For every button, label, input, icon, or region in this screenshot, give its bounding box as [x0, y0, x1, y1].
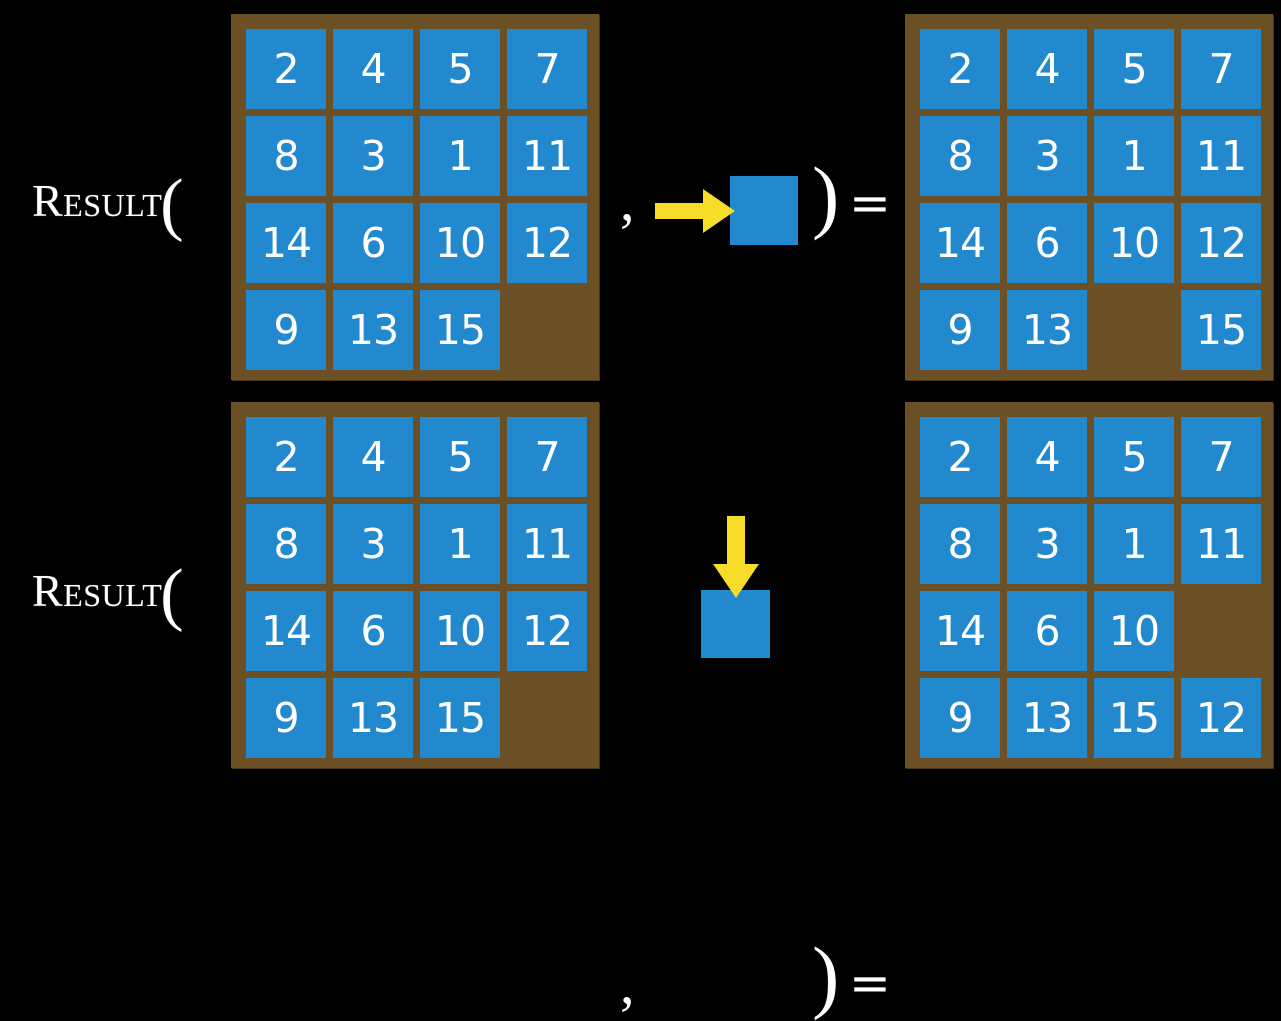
tile[interactable]: 15 — [420, 678, 500, 758]
tile[interactable]: 3 — [1007, 116, 1087, 196]
tile[interactable]: 13 — [1007, 678, 1087, 758]
tile[interactable]: 8 — [920, 116, 1000, 196]
result-word-top: Result — [32, 175, 163, 226]
tile[interactable]: 14 — [920, 203, 1000, 283]
tile[interactable]: 15 — [420, 290, 500, 370]
tile[interactable]: 10 — [1094, 591, 1174, 671]
tile[interactable]: 11 — [507, 504, 587, 584]
comma-separator-top: , — [620, 168, 635, 233]
tile[interactable]: 8 — [246, 504, 326, 584]
tile[interactable]: 1 — [420, 116, 500, 196]
tile[interactable]: 2 — [246, 417, 326, 497]
comma-separator-bottom: , — [620, 951, 635, 1016]
tile[interactable]: 13 — [333, 678, 413, 758]
tile[interactable]: 11 — [1181, 504, 1261, 584]
tile[interactable]: 4 — [1007, 417, 1087, 497]
result-function-label-top: Result( — [32, 170, 184, 240]
tile[interactable]: 10 — [1094, 203, 1174, 283]
tile[interactable]: 14 — [920, 591, 1000, 671]
tile[interactable]: 7 — [1181, 29, 1261, 109]
tile[interactable]: 2 — [920, 417, 1000, 497]
tile[interactable]: 3 — [1007, 504, 1087, 584]
output-board-bottom-grid: 2 4 5 7 8 3 1 11 14 6 10 9 13 15 12 — [905, 402, 1273, 768]
equation-slide-down: Result( 2 4 5 7 8 3 1 11 14 6 10 12 9 — [0, 390, 1281, 1017]
tile[interactable]: 14 — [246, 591, 326, 671]
tile[interactable]: 15 — [1094, 678, 1174, 758]
equation-slide-right: Result( 2 4 5 7 8 3 1 11 14 6 10 12 9 — [0, 0, 1281, 392]
tile[interactable]: 9 — [246, 290, 326, 370]
arrow-down-icon — [713, 516, 759, 598]
tile[interactable]: 7 — [507, 417, 587, 497]
tile-empty — [1181, 591, 1261, 671]
tile[interactable]: 5 — [420, 29, 500, 109]
tile[interactable]: 9 — [920, 290, 1000, 370]
tile[interactable]: 1 — [1094, 116, 1174, 196]
paren-open-top: ( — [160, 166, 184, 243]
tile[interactable]: 8 — [246, 116, 326, 196]
output-board-top-grid: 2 4 5 7 8 3 1 11 14 6 10 12 9 13 15 — [905, 14, 1273, 380]
tile[interactable]: 13 — [1007, 290, 1087, 370]
tile[interactable]: 4 — [1007, 29, 1087, 109]
tile[interactable]: 9 — [920, 678, 1000, 758]
tile[interactable]: 3 — [333, 504, 413, 584]
equals-sign-top: = — [849, 174, 891, 232]
tile[interactable]: 8 — [920, 504, 1000, 584]
paren-open-bottom: ( — [160, 556, 184, 633]
tile[interactable]: 11 — [507, 116, 587, 196]
tile[interactable]: 1 — [420, 504, 500, 584]
tile[interactable]: 5 — [420, 417, 500, 497]
tile-empty — [507, 678, 587, 758]
tile[interactable]: 4 — [333, 29, 413, 109]
tile[interactable]: 13 — [333, 290, 413, 370]
tile[interactable]: 12 — [1181, 203, 1261, 283]
input-board-top: 2 4 5 7 8 3 1 11 14 6 10 12 9 13 15 — [231, 14, 599, 380]
tile[interactable]: 2 — [920, 29, 1000, 109]
paren-close-bottom: ) — [812, 930, 840, 1021]
tile[interactable]: 6 — [1007, 203, 1087, 283]
tile[interactable]: 12 — [507, 591, 587, 671]
tile[interactable]: 10 — [420, 591, 500, 671]
tile[interactable]: 6 — [333, 591, 413, 671]
tile[interactable]: 2 — [246, 29, 326, 109]
tile-empty — [1094, 290, 1174, 370]
paren-close-top: ) — [812, 150, 840, 241]
tile[interactable]: 4 — [333, 417, 413, 497]
tile[interactable]: 12 — [507, 203, 587, 283]
result-word-bottom: Result — [32, 565, 163, 616]
tile[interactable]: 5 — [1094, 417, 1174, 497]
equals-sign-bottom: = — [849, 954, 891, 1012]
tile[interactable]: 9 — [246, 678, 326, 758]
tile[interactable]: 7 — [507, 29, 587, 109]
tile[interactable]: 11 — [1181, 116, 1261, 196]
input-board-bottom: 2 4 5 7 8 3 1 11 14 6 10 12 9 13 15 — [231, 402, 599, 768]
output-board-bottom: 2 4 5 7 8 3 1 11 14 6 10 9 13 15 12 — [905, 402, 1273, 768]
result-function-label-bottom: Result( — [32, 560, 184, 630]
tile[interactable]: 10 — [420, 203, 500, 283]
loose-tile-bottom[interactable] — [701, 590, 770, 658]
tile[interactable]: 6 — [1007, 591, 1087, 671]
input-board-top-grid: 2 4 5 7 8 3 1 11 14 6 10 12 9 13 15 — [231, 14, 599, 380]
input-board-bottom-grid: 2 4 5 7 8 3 1 11 14 6 10 12 9 13 15 — [231, 402, 599, 768]
tile[interactable]: 12 — [1181, 678, 1261, 758]
arrow-right-icon — [655, 189, 735, 233]
tile[interactable]: 14 — [246, 203, 326, 283]
tile[interactable]: 15 — [1181, 290, 1261, 370]
tile[interactable]: 1 — [1094, 504, 1174, 584]
tile[interactable]: 7 — [1181, 417, 1261, 497]
loose-tile-top[interactable] — [730, 176, 798, 245]
tile[interactable]: 6 — [333, 203, 413, 283]
tile-empty — [507, 290, 587, 370]
output-board-top: 2 4 5 7 8 3 1 11 14 6 10 12 9 13 15 — [905, 14, 1273, 380]
tile[interactable]: 5 — [1094, 29, 1174, 109]
tile[interactable]: 3 — [333, 116, 413, 196]
